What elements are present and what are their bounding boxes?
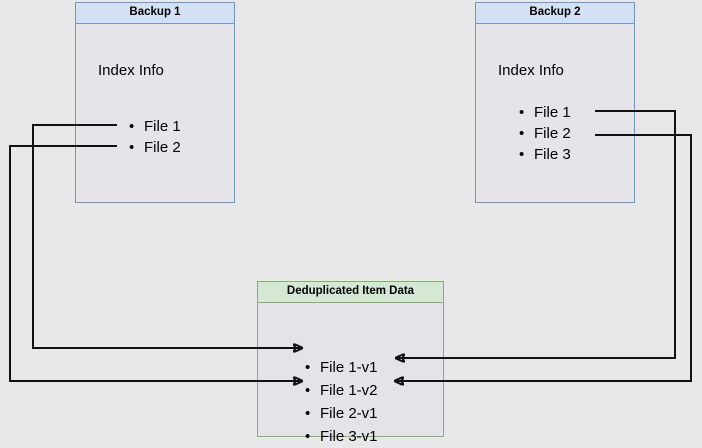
- backup-2-file-list: File 1 File 2 File 3: [519, 102, 571, 165]
- node-backup-2-title: Backup 2: [476, 3, 634, 24]
- dedup-file-list: File 1-v1 File 1-v2 File 2-v1 File 3-v1: [305, 356, 378, 448]
- list-item: File 1-v2: [305, 379, 378, 402]
- node-deduplicated-item-data-body: File 1-v1 File 1-v2 File 2-v1 File 3-v1: [258, 303, 443, 448]
- list-item: File 1: [129, 116, 181, 137]
- list-item: File 1-v1: [305, 356, 378, 379]
- list-item: File 1: [519, 102, 571, 123]
- backup-1-file-list: File 1 File 2: [129, 116, 181, 158]
- node-deduplicated-item-data-title: Deduplicated Item Data: [258, 282, 443, 303]
- list-item: File 2: [129, 137, 181, 158]
- backup-2-index-info-label: Index Info: [498, 62, 564, 79]
- node-backup-2-body: Index Info File 1 File 2 File 3: [476, 24, 634, 202]
- backup-1-index-info-label: Index Info: [98, 62, 164, 79]
- node-backup-1-title: Backup 1: [76, 3, 234, 24]
- list-item: File 2: [519, 123, 571, 144]
- list-item: File 3-v1: [305, 425, 378, 448]
- node-backup-2[interactable]: Backup 2 Index Info File 1 File 2 File 3: [475, 2, 635, 203]
- node-backup-1-body: Index Info File 1 File 2: [76, 24, 234, 202]
- node-deduplicated-item-data[interactable]: Deduplicated Item Data File 1-v1 File 1-…: [257, 281, 444, 448]
- list-item: File 3: [519, 144, 571, 165]
- node-backup-1[interactable]: Backup 1 Index Info File 1 File 2: [75, 2, 235, 203]
- list-item: File 2-v1: [305, 402, 378, 425]
